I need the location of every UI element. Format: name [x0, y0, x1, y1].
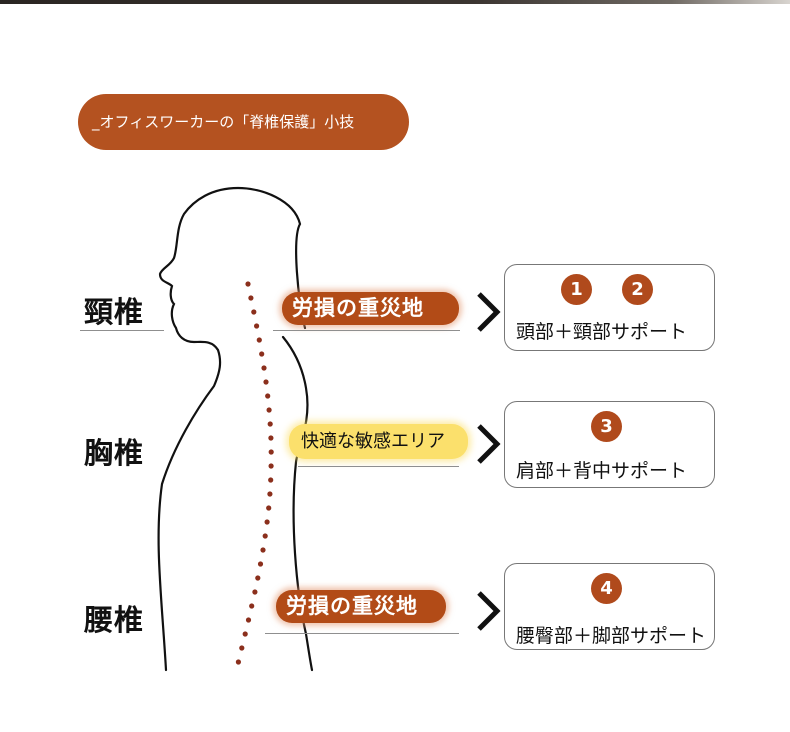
spine-dot: [268, 463, 274, 469]
label-thoracic: 胸椎: [84, 436, 145, 470]
tag-lumbar: 労損の重災地: [276, 590, 446, 623]
number-badge-4: 4: [591, 573, 622, 604]
spine-dot: [261, 365, 267, 371]
number-badge-1: 1: [561, 274, 592, 305]
spine-dot: [267, 491, 273, 497]
spine-dot: [248, 295, 254, 301]
back-outline: [281, 335, 314, 672]
chevron-right-icon: [477, 292, 501, 332]
spine-dot: [255, 575, 261, 581]
spine-dot: [256, 337, 262, 343]
support-card-lumbar: 4 腰臀部＋脚部サポート: [504, 563, 715, 650]
spine-dot: [245, 617, 252, 623]
tag-thoracic: 快適な敏感エリア: [289, 424, 468, 459]
spine-dot: [260, 547, 266, 553]
support-text-lumbar: 腰臀部＋脚部サポート: [516, 625, 707, 647]
label-cervical: 頸椎: [84, 295, 145, 329]
spine-dot: [264, 519, 270, 525]
number-badge-3: 3: [591, 411, 622, 442]
spine-dot: [266, 407, 272, 413]
spine-dot: [268, 435, 274, 441]
spine-dots: [235, 281, 274, 665]
spine-dot: [262, 533, 268, 539]
spine-dot: [266, 505, 272, 511]
support-card-thoracic: 3 肩部＋背中サポート: [504, 401, 715, 488]
support-text-thoracic: 肩部＋背中サポート: [516, 460, 688, 482]
spine-dot: [239, 645, 245, 651]
spine-dot: [268, 449, 274, 455]
spine-dot: [235, 659, 241, 665]
spine-dot: [265, 393, 271, 399]
label-lumbar: 腰椎: [84, 603, 145, 637]
spine-dot: [242, 631, 248, 637]
spine-dot: [252, 589, 258, 595]
tag-cervical: 労損の重災地: [282, 292, 459, 325]
body-outline: [157, 186, 307, 672]
label-cervical-underline: [80, 330, 164, 331]
spine-dot: [268, 477, 274, 483]
number-badge-2: 2: [622, 274, 653, 305]
support-text-cervical: 頭部＋頸部サポート: [516, 321, 688, 343]
top-photo-strip: [0, 0, 790, 4]
spine-dot: [263, 379, 269, 385]
tag-lumbar-underline: [265, 633, 459, 634]
spine-dot: [251, 309, 257, 315]
spine-dot: [259, 351, 265, 357]
spine-dot: [254, 323, 260, 329]
chevron-right-icon: [477, 591, 501, 631]
tag-cervical-underline: [273, 330, 460, 331]
spine-dot: [267, 421, 273, 427]
spine-dot: [249, 603, 255, 609]
tag-thoracic-underline: [298, 466, 459, 467]
page-title: _オフィスワーカーの「脊椎保護」小技: [78, 94, 409, 150]
support-card-cervical: 1 2 頭部＋頸部サポート: [504, 264, 715, 351]
spine-dot: [257, 561, 264, 567]
spine-dot: [245, 281, 251, 287]
chevron-right-icon: [477, 424, 501, 464]
